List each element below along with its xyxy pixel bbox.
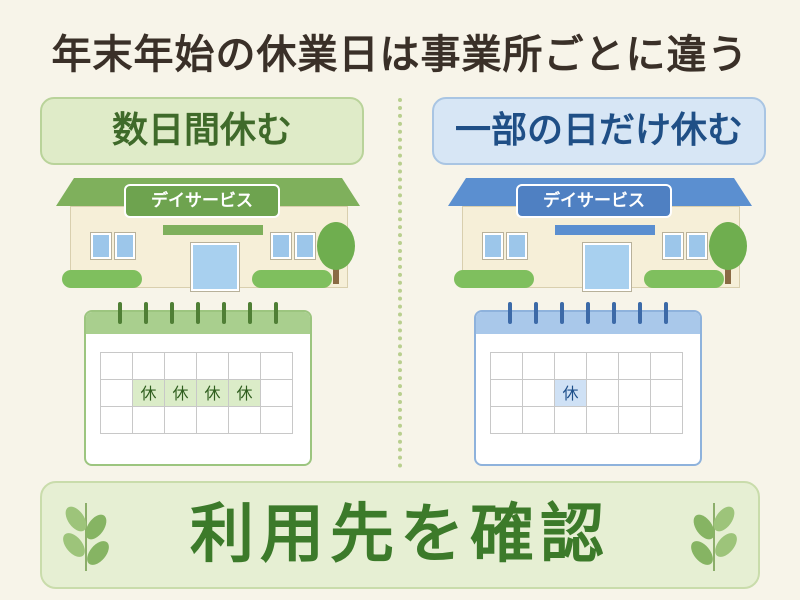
window xyxy=(662,232,684,260)
calendar-cell xyxy=(229,407,261,434)
calendar-cell xyxy=(261,407,293,434)
calendar-cell xyxy=(133,407,165,434)
center-divider xyxy=(398,98,402,468)
calendar-cell xyxy=(165,353,197,380)
tree-icon xyxy=(709,222,747,270)
calendar-ring xyxy=(612,302,616,324)
window xyxy=(90,232,112,260)
calendar-cell xyxy=(491,380,523,407)
right-label: 一部の日だけ休む xyxy=(432,97,766,165)
calendar-ring xyxy=(118,302,122,324)
calendar-cell xyxy=(619,353,651,380)
calendar-cell xyxy=(587,407,619,434)
calendar-grid: 休 xyxy=(490,352,683,434)
calendar-ring xyxy=(196,302,200,324)
calendar-cell xyxy=(587,380,619,407)
left-calendar-icon: 休休休休 xyxy=(84,302,312,466)
calendar-ring xyxy=(508,302,512,324)
window xyxy=(270,232,292,260)
calendar-cell: 休 xyxy=(197,380,229,407)
facility-sign: デイサービス xyxy=(516,184,672,218)
calendar-ring xyxy=(222,302,226,324)
calendar-cell xyxy=(165,407,197,434)
calendar-ring xyxy=(274,302,278,324)
bush xyxy=(454,270,534,288)
calendar-cell xyxy=(491,407,523,434)
calendar-ring xyxy=(664,302,668,324)
calendar-ring xyxy=(638,302,642,324)
tree-trunk xyxy=(333,262,339,284)
calendar-cell xyxy=(523,353,555,380)
door xyxy=(190,242,240,292)
bottom-banner: 利用先を確認 xyxy=(40,481,760,589)
calendar-cell xyxy=(491,353,523,380)
calendar-cell xyxy=(555,407,587,434)
calendar-cell xyxy=(523,407,555,434)
calendar-ring xyxy=(144,302,148,324)
calendar-cell: 休 xyxy=(555,380,587,407)
left-label: 数日間休む xyxy=(40,97,364,165)
leaf-icon xyxy=(691,503,737,571)
window xyxy=(506,232,528,260)
calendar-cell xyxy=(523,380,555,407)
calendar-ring xyxy=(170,302,174,324)
window xyxy=(686,232,708,260)
door xyxy=(582,242,632,292)
calendar-cell xyxy=(587,353,619,380)
bush xyxy=(62,270,142,288)
calendar-cell xyxy=(133,353,165,380)
calendar-cell xyxy=(229,353,261,380)
calendar-ring xyxy=(534,302,538,324)
window xyxy=(294,232,316,260)
calendar-cell xyxy=(619,407,651,434)
leaf-icon xyxy=(63,503,109,571)
facility-sign: デイサービス xyxy=(124,184,280,218)
calendar-cell xyxy=(651,353,683,380)
calendar-cell xyxy=(651,407,683,434)
calendar-ring xyxy=(248,302,252,324)
calendar-cell: 休 xyxy=(229,380,261,407)
wall xyxy=(70,206,348,292)
bush xyxy=(252,270,332,288)
right-house-icon: デイサービス xyxy=(448,178,752,292)
calendar-cell xyxy=(197,353,229,380)
calendar-cell: 休 xyxy=(133,380,165,407)
window xyxy=(114,232,136,260)
bush xyxy=(644,270,724,288)
calendar-cell xyxy=(101,353,133,380)
calendar-cell xyxy=(261,380,293,407)
calendar-cell xyxy=(101,407,133,434)
calendar-cell xyxy=(619,380,651,407)
tree-trunk xyxy=(725,262,731,284)
calendar-ring xyxy=(560,302,564,324)
window xyxy=(482,232,504,260)
calendar-grid: 休休休休 xyxy=(100,352,293,434)
calendar-cell: 休 xyxy=(165,380,197,407)
calendar-cell xyxy=(651,380,683,407)
page-title: 年末年始の休業日は事業所ごとに違う xyxy=(51,32,749,78)
awning xyxy=(163,225,263,235)
check-provider-text: 利用先を確認 xyxy=(190,498,610,572)
left-house-icon: デイサービス xyxy=(56,178,360,292)
right-calendar-icon: 休 xyxy=(474,302,702,466)
calendar-cell xyxy=(555,353,587,380)
calendar-cell xyxy=(101,380,133,407)
awning xyxy=(555,225,655,235)
calendar-cell xyxy=(261,353,293,380)
calendar-cell xyxy=(197,407,229,434)
calendar-ring xyxy=(586,302,590,324)
tree-icon xyxy=(317,222,355,270)
